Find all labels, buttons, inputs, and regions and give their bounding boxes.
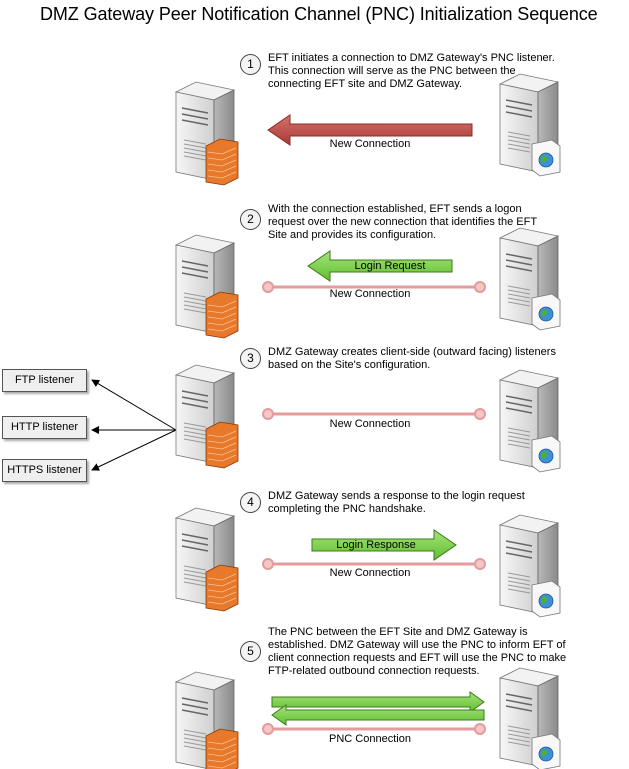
listener-arrow-ftp xyxy=(91,379,177,431)
eft-server-icon xyxy=(498,667,561,769)
ftp-listener-box: FTP listener xyxy=(2,369,87,392)
connection-endpoint-right xyxy=(474,408,486,420)
login-response-arrow xyxy=(311,529,457,561)
connection-label-3: New Connection xyxy=(329,418,411,430)
connection-endpoint-left xyxy=(262,408,274,420)
diagram-title: DMZ Gateway Peer Notification Channel (P… xyxy=(40,4,598,24)
connection-label-5: PNC Connection xyxy=(329,733,411,745)
connection-label-1: New Connection xyxy=(329,138,411,150)
step-number-1: 1 xyxy=(240,54,261,75)
connection-endpoint-left xyxy=(262,558,274,570)
step-number-2: 2 xyxy=(240,209,261,230)
connection-endpoint-right xyxy=(474,558,486,570)
http-listener-box: HTTP listener xyxy=(2,416,87,439)
eft-server-icon xyxy=(498,514,561,618)
connection-label-4: New Connection xyxy=(329,567,411,579)
step-description-2: With the connection established, EFT sen… xyxy=(268,203,537,241)
pnc-outbound-arrow xyxy=(271,691,485,713)
login-response-label: Login Response xyxy=(336,539,416,551)
step-description-1: EFT initiates a connection to DMZ Gatewa… xyxy=(268,52,555,90)
step-description-5: The PNC between the EFT Site and DMZ Gat… xyxy=(268,626,567,677)
eft-server-icon xyxy=(498,369,561,473)
login-request-label: Login Request xyxy=(354,260,426,272)
dmz-gateway-server-icon xyxy=(174,81,239,186)
connection-endpoint-right xyxy=(474,281,486,293)
listener-arrow-https xyxy=(91,429,177,471)
dmz-gateway-server-icon xyxy=(174,671,239,769)
dmz-gateway-server-icon xyxy=(174,364,239,469)
connection-endpoint-left xyxy=(262,723,274,735)
connection-endpoint-left xyxy=(262,281,274,293)
login-request-arrow xyxy=(307,250,453,282)
pnc-inbound-arrow xyxy=(271,704,485,726)
step-number-5: 5 xyxy=(240,641,261,662)
step-description-4: DMZ Gateway sends a response to the logi… xyxy=(268,490,525,515)
new-connection-arrow xyxy=(267,114,473,146)
step-number-4: 4 xyxy=(240,492,261,513)
step-description-3: DMZ Gateway creates client-side (outward… xyxy=(268,346,556,371)
connection-endpoint-right xyxy=(474,723,486,735)
connection-label-2: New Connection xyxy=(329,288,411,300)
step-number-3: 3 xyxy=(240,348,261,369)
eft-server-icon xyxy=(498,73,561,177)
dmz-gateway-server-icon xyxy=(174,234,239,339)
https-listener-box: HTTPS listener xyxy=(2,459,87,482)
dmz-gateway-server-icon xyxy=(174,507,239,612)
eft-server-icon xyxy=(498,227,561,331)
